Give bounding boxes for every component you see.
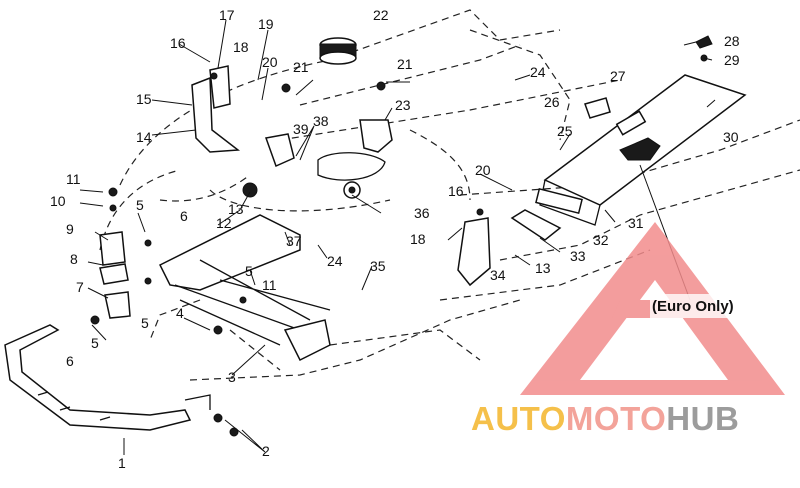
callout-1: 1 xyxy=(118,455,126,471)
callout-34: 34 xyxy=(490,267,506,283)
callout-27: 27 xyxy=(610,68,626,84)
callout-18-a: 18 xyxy=(233,39,249,55)
callout-31: 31 xyxy=(628,215,644,231)
front-brackets xyxy=(191,65,491,287)
watermark-triangle-icon xyxy=(520,222,785,395)
callout-12: 12 xyxy=(216,215,232,231)
callout-5-d: 5 xyxy=(91,335,99,351)
callout-20-a: 20 xyxy=(262,54,278,70)
callout-5-a: 5 xyxy=(136,197,144,213)
callout-38: 38 xyxy=(313,113,329,129)
euro-only-note: (Euro Only) xyxy=(652,298,734,315)
callout-25: 25 xyxy=(557,123,573,139)
watermark-moto: MOTO xyxy=(566,400,666,437)
callout-15: 15 xyxy=(136,91,152,107)
callout-numbers: 1 2 3 4 5 5 5 5 6 6 7 8 9 10 11 11 12 13… xyxy=(50,7,740,471)
callout-37: 37 xyxy=(286,233,302,249)
callout-17: 17 xyxy=(219,7,235,23)
callout-32: 32 xyxy=(593,232,609,248)
callout-16-b: 16 xyxy=(448,183,464,199)
callout-8: 8 xyxy=(70,251,78,267)
callout-22: 22 xyxy=(373,7,389,23)
callout-16-a: 16 xyxy=(170,35,186,51)
callout-11-b: 11 xyxy=(262,277,277,293)
callout-28: 28 xyxy=(724,33,740,49)
callout-23: 23 xyxy=(395,97,411,113)
watermark-text: AUTOMOTOHUB xyxy=(471,400,739,437)
callout-5-b: 5 xyxy=(245,263,253,279)
callout-24-a: 24 xyxy=(530,64,546,80)
callout-10: 10 xyxy=(50,193,66,209)
callout-33: 33 xyxy=(570,248,586,264)
callout-36: 36 xyxy=(414,205,430,221)
callout-19: 19 xyxy=(258,16,274,32)
callout-39: 39 xyxy=(293,121,309,137)
watermark-hub: HUB xyxy=(666,400,739,437)
watermark-auto: AUTO xyxy=(471,400,566,437)
callout-30: 30 xyxy=(723,129,739,145)
callout-18-b: 18 xyxy=(410,231,426,247)
callout-26: 26 xyxy=(544,94,560,110)
callout-6-b: 6 xyxy=(66,353,74,369)
callout-20-b: 20 xyxy=(475,162,491,178)
callout-29: 29 xyxy=(724,52,740,68)
rear-tunnel-panel xyxy=(510,35,747,241)
fuel-tank-area xyxy=(242,37,393,199)
front-frame xyxy=(90,187,331,362)
leader-lines xyxy=(79,19,716,455)
callout-13-a: 13 xyxy=(228,201,244,217)
callout-11-a: 11 xyxy=(66,171,81,187)
callout-3: 3 xyxy=(228,369,236,385)
callout-21-a: 21 xyxy=(293,59,309,75)
callout-35: 35 xyxy=(370,258,386,274)
callout-4: 4 xyxy=(176,305,184,321)
callout-6-a: 6 xyxy=(180,208,188,224)
callout-2: 2 xyxy=(262,443,270,459)
callout-14: 14 xyxy=(136,129,152,145)
callout-21-b: 21 xyxy=(397,56,413,72)
callout-9: 9 xyxy=(66,221,74,237)
callout-7: 7 xyxy=(76,279,84,295)
front-bumper xyxy=(4,324,239,437)
callout-13-b: 13 xyxy=(535,260,551,276)
callout-5-c: 5 xyxy=(141,315,149,331)
callout-24-b: 24 xyxy=(327,253,343,269)
